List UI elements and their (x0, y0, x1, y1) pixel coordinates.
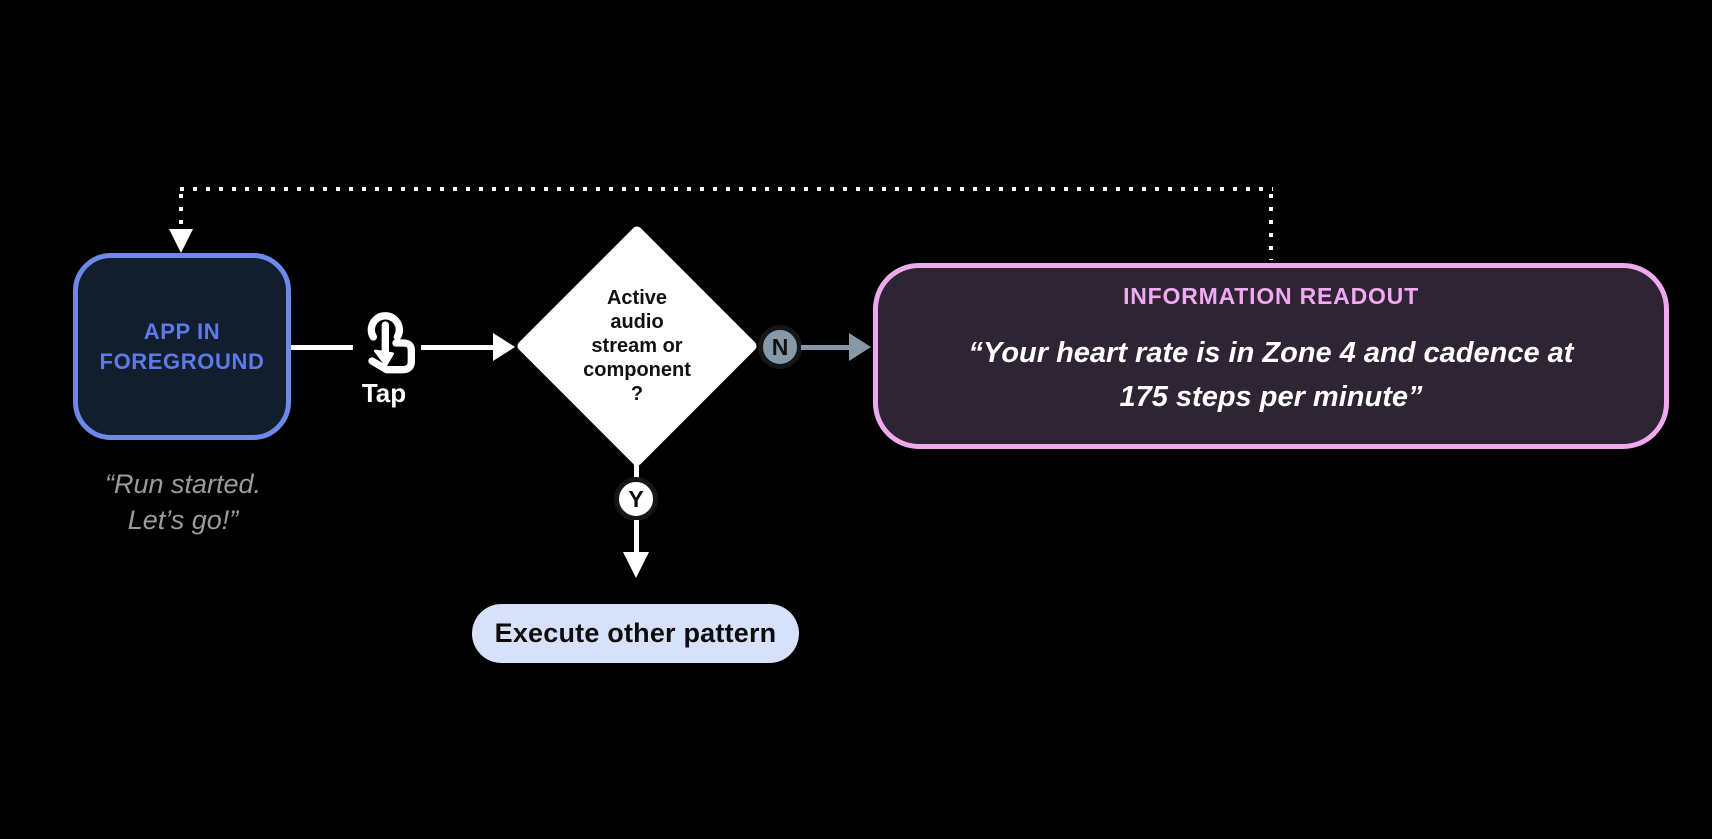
connector-decision-to-yes (634, 463, 639, 479)
branch-badge-yes: Y (614, 477, 658, 521)
decision-arrowhead-icon (493, 333, 515, 361)
readout-title: INFORMATION READOUT (1123, 283, 1419, 309)
pattern-arrowhead-icon (623, 552, 649, 578)
node-app-in-foreground: APP IN FOREGROUND (73, 253, 291, 440)
app-in-foreground-label: APP IN FOREGROUND (99, 318, 265, 374)
app-speech-caption: “Run started. Let’s go!” (104, 469, 262, 536)
connector-app-to-tap (291, 345, 353, 350)
feedback-dotted-line-left (179, 194, 183, 228)
execute-other-pattern-label: Execute other pattern (494, 618, 777, 648)
tap-gesture-icon (367, 312, 415, 374)
feedback-dotted-line-right (1269, 194, 1273, 260)
node-execute-other-pattern: Execute other pattern (472, 604, 799, 663)
tap-label: Tap (361, 378, 407, 408)
feedback-dotted-line-horizontal (180, 187, 1273, 191)
decision-question: Active audio stream or component ? (583, 287, 691, 405)
branch-no-label: N (771, 333, 789, 360)
connector-no-to-readout (801, 345, 851, 350)
branch-badge-no: N (758, 325, 802, 369)
connector-tap-to-decision (421, 345, 495, 350)
branch-yes-label: Y (628, 485, 644, 512)
readout-quote: “Your heart rate is in Zone 4 and cadenc… (968, 337, 1574, 413)
feedback-arrowhead-icon (169, 229, 193, 253)
connector-yes-to-pattern (634, 520, 639, 556)
node-information-readout: INFORMATION READOUT “Your heart rate is … (873, 263, 1669, 449)
readout-arrowhead-icon (849, 333, 871, 361)
